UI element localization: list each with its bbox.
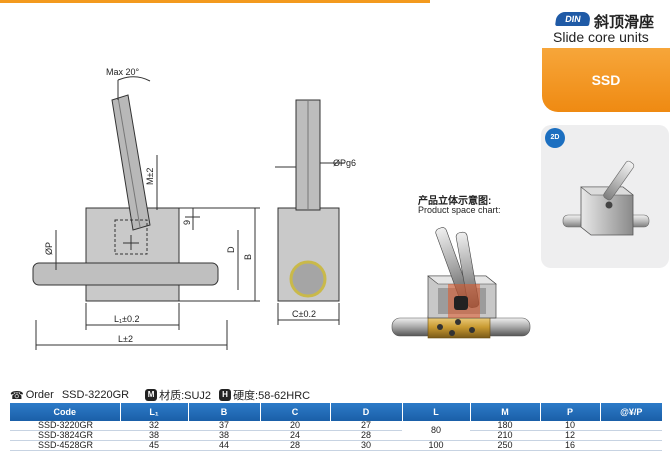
hardness-text: 硬度:58-62HRC [233,390,311,402]
cell-price [600,440,662,451]
cell-b: 38 [188,430,260,441]
cell-m: 180 [470,421,540,431]
cell-price [600,421,662,431]
cell-code: SSD-3220GR [10,421,120,431]
dim-b: B [243,254,253,260]
din-badge: DIN [555,12,591,26]
col-p: P [540,403,601,421]
cell-price [600,430,662,441]
product-thumbnail[interactable] [541,125,669,268]
inclined-pin [111,94,151,231]
product-space-chart [391,227,531,339]
hardness-icon: H [219,389,232,401]
cell-l1: 32 [120,421,188,431]
dim-max-angle: Max 20° [106,67,140,77]
product-title-cn: 斜顶滑座 [594,14,655,31]
dim-l1: L₁±0.2 [114,314,140,324]
cell-p: 10 [540,421,600,431]
order-info: ☎ Order SSD-3220GR M 材质:SUJ2 H 硬度:58-62H… [10,388,310,402]
product-chart-title-cn: 产品立体示意图: [418,196,492,207]
cell-l-merged: 80 [402,421,470,441]
cell-code: SSD-3824GR [10,430,120,441]
col-c: C [260,403,331,421]
cell-p: 12 [540,430,600,441]
table-row[interactable]: SSD-3824GR 38 38 24 28 210 12 [10,430,662,441]
dim-p: ØP [44,242,54,255]
top-accent-line [0,0,430,3]
technical-drawing: Max 20° M±2 ØP D B 9 ØPg6 L₁±0.2 L±2 C±0… [32,67,356,350]
spec-table: Code L₁ B C D L M P @¥/P SSD-3220GR 32 3… [10,403,662,451]
product-title-en: Slide core units [553,29,649,45]
material-text: 材质:SUJ2 [159,390,212,402]
cell-m: 210 [470,430,540,441]
dim-c: C±0.2 [292,309,316,319]
col-l1: L₁ [120,403,189,421]
cell-l1: 38 [120,430,188,441]
col-m: M [470,403,541,421]
product-chart-title-en: Product space chart: [418,205,501,215]
cell-c: 24 [260,430,330,441]
cell-c: 28 [260,440,330,451]
cell-d: 27 [330,421,402,431]
series-tab[interactable]: SSD [542,48,670,112]
thumbnail-render [562,160,650,236]
series-tab-label: SSD [591,72,621,88]
cell-c: 20 [260,421,330,431]
dim-pg6: ØPg6 [333,158,356,168]
col-b: B [188,403,261,421]
table-header-row: Code L₁ B C D L M P @¥/P [10,403,662,421]
table-row[interactable]: SSD-4528GR 45 44 28 30 100 250 16 [10,440,662,451]
cell-d: 28 [330,430,402,441]
badge-2d[interactable]: 2D [545,128,565,148]
col-l: L [402,403,471,421]
cell-code: SSD-4528GR [10,440,120,451]
cell-p: 16 [540,440,600,451]
col-d: D [330,403,403,421]
cell-b: 44 [188,440,260,451]
order-label: Order [25,389,54,401]
col-price: @¥/P [600,403,662,421]
cell-l: 100 [402,440,470,451]
dim-9: 9 [182,220,192,225]
table-row[interactable]: SSD-3220GR 32 37 20 27 80 180 10 [10,421,662,441]
order-code[interactable]: SSD-3220GR [61,389,130,401]
rail-section [289,260,327,298]
front-rail [32,262,219,286]
col-code: Code [10,403,121,421]
cell-b: 37 [188,421,260,431]
dim-l: L±2 [118,334,133,344]
cell-m: 250 [470,440,540,451]
phone-icon: ☎ [10,389,24,402]
dim-d: D [226,246,236,253]
cell-l1: 45 [120,440,188,451]
material-icon: M [145,389,158,401]
dim-m: M±2 [145,168,155,185]
cell-d: 30 [330,440,402,451]
